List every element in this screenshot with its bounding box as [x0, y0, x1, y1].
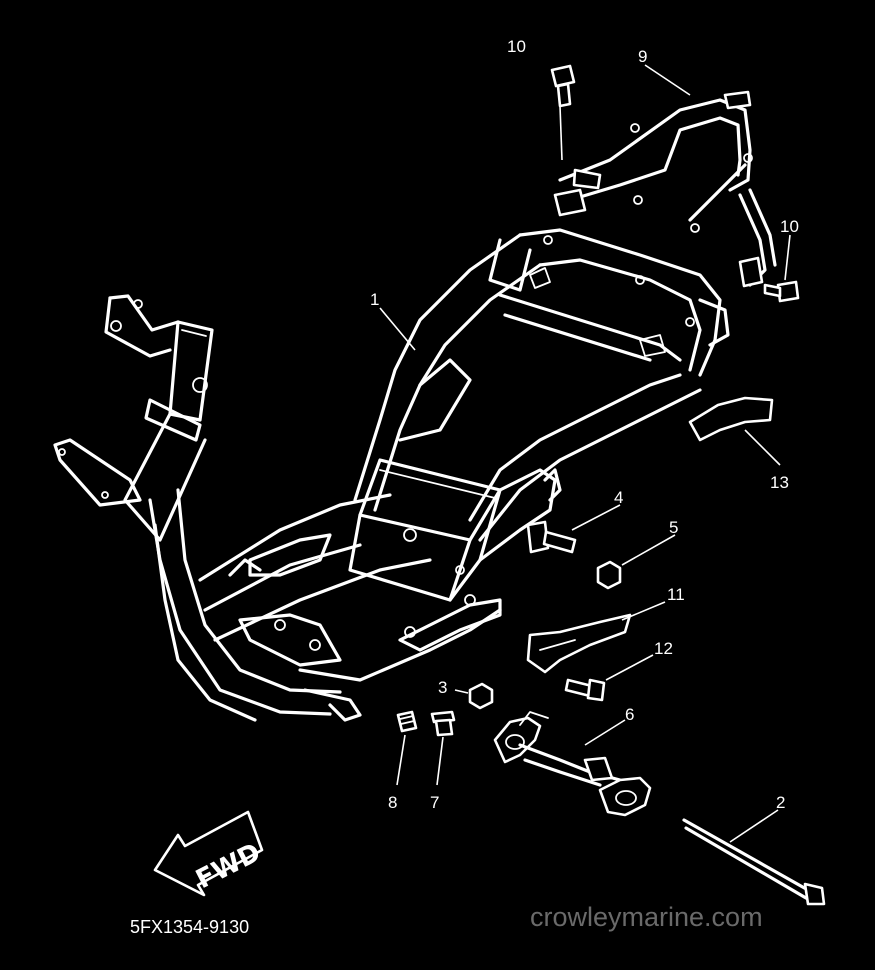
callout-5: 5: [669, 518, 678, 537]
callout-13: 13: [770, 473, 789, 492]
nut-3: [468, 682, 494, 710]
watermark: crowleymarine.com: [530, 902, 763, 932]
nut-5: [596, 560, 622, 590]
leader-lines: [379, 64, 791, 843]
bracket-11: [526, 613, 632, 674]
callout-6: 6: [625, 705, 634, 724]
callout-10-right: 10: [780, 217, 799, 236]
forward-arrow: FWD: [153, 810, 266, 897]
callout-2: 2: [776, 793, 785, 812]
bolt-4: [526, 520, 577, 554]
callout-10-top: 10: [507, 37, 526, 56]
shaft-2: [682, 818, 826, 906]
part-code: 5FX1354-9130: [130, 917, 249, 937]
bolt-10-top: [550, 64, 576, 108]
stand-6: [493, 711, 652, 817]
callout-4: 4: [614, 488, 623, 507]
bolt-12: [564, 678, 606, 702]
cover-13: [688, 396, 774, 442]
bolt-7: [430, 710, 456, 737]
callout-3: 3: [438, 678, 447, 697]
callout-11: 11: [667, 585, 685, 604]
screw-8: [396, 710, 418, 733]
callout-8: 8: [388, 793, 397, 812]
callouts: 1 2 3 4 5 6 7 8 9 10 10 11 12 13: [370, 37, 799, 812]
callout-1: 1: [370, 290, 379, 309]
callout-7: 7: [430, 793, 439, 812]
main-frame: [53, 228, 730, 722]
grab-bar: [553, 90, 777, 288]
bolt-10-right: [763, 280, 800, 303]
callout-12: 12: [654, 639, 673, 658]
callout-9: 9: [638, 47, 647, 66]
